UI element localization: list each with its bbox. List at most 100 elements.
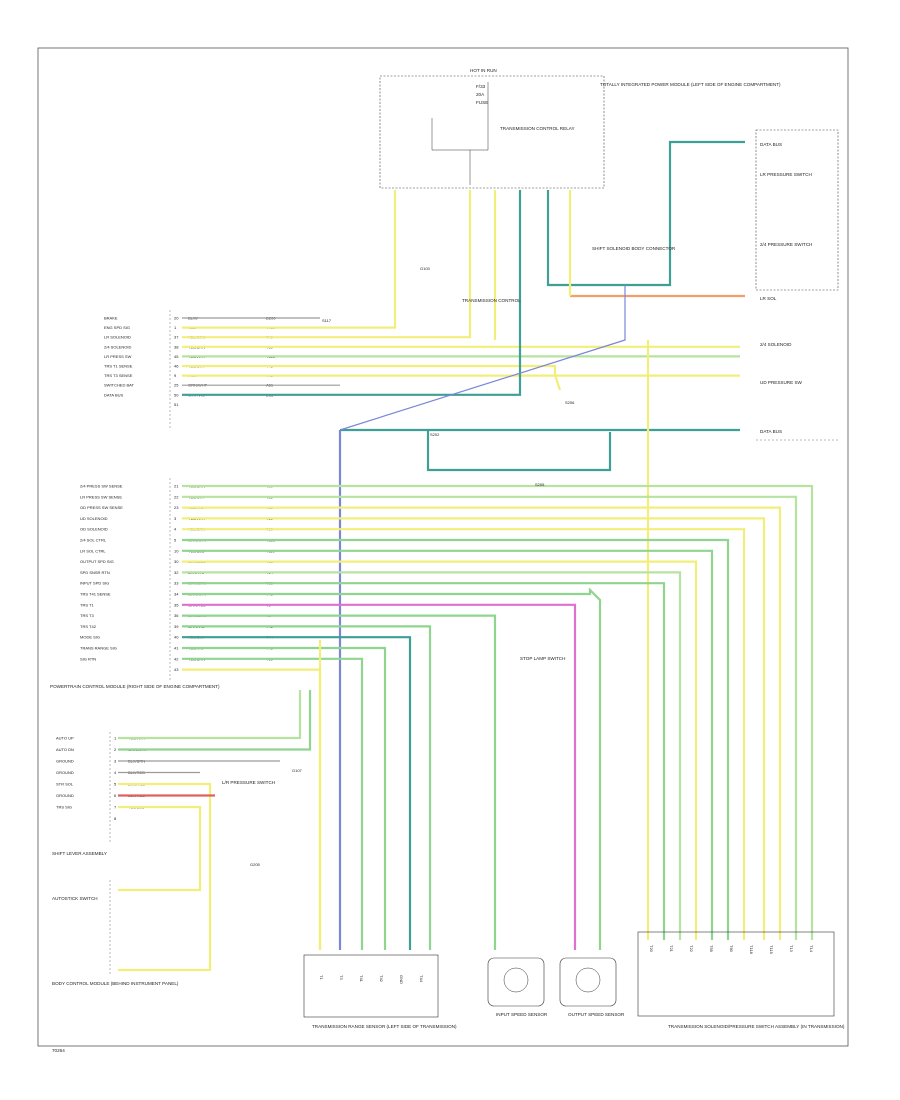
right-side-labels: DATA BUS LR PRESSURE SWITCH 2/4 PRESSURE… (755, 129, 839, 441)
wires (118, 140, 814, 972)
pcm2-pin-num: 42 (174, 656, 179, 661)
pcm2-pin-num: 40 (174, 635, 179, 640)
trans-control-label: TRANSMISSION CONTROL (462, 298, 521, 303)
wire-pcm2-1 (182, 495, 798, 940)
trs-pin-label: T3 (339, 975, 344, 980)
pcm-label: POWERTRAIN CONTROL MODULE (RIGHT SIDE OF… (50, 684, 220, 689)
wire-pcm2-0 (182, 484, 814, 940)
pcm1-pin-num: 51 (174, 402, 179, 407)
pcm2-pin-num: 22 (174, 494, 179, 499)
pcm1-pin-name: SWITCHED BAT (104, 383, 134, 388)
right-label-lr-pressure: LR PRESSURE SWITCH (760, 172, 812, 177)
right-label-24-sol: 2/4 SOLENOID (760, 342, 792, 347)
pcm2-pin-num: 43 (174, 667, 179, 672)
splice-s206: S206 (565, 400, 575, 405)
shifter-pin-num: 6 (114, 793, 117, 798)
right-label-data-bus-2: DATA BUS (760, 429, 782, 434)
wire-shifter-up (118, 690, 302, 740)
solenoid-pin-label: T118 (749, 945, 754, 955)
wire-shifter-str (118, 782, 212, 972)
solenoid-assembly-box: TRANSMISSION SOLENOID/PRESSURE SWITCH AS… (637, 931, 845, 1029)
pcm2-pin-name: INPUT SPD SIG (80, 581, 109, 586)
pcm2-pin-num: 32 (174, 570, 179, 575)
solenoid-pin-label: T21 (669, 945, 674, 953)
pcm2-pin-num: 4 (174, 527, 177, 532)
wire-pcm2-3 (182, 517, 766, 940)
pcm2-pin-name: 2/4 SOL CTRL (80, 538, 107, 543)
splice-s202: S202 (430, 432, 440, 437)
wire-pcm2-5 (182, 538, 730, 940)
footer-code: 70264 (52, 1048, 65, 1053)
pcm2-pin-name: OD SOLENOID (80, 527, 108, 532)
pcm1-pin-name: 2/4 SOLENOID (104, 344, 131, 349)
input-speed-sensor: INPUT SPEED SENSOR (487, 957, 548, 1017)
output-speed-sensor: OUTPUT SPEED SENSOR (559, 957, 625, 1017)
wire-pink (182, 603, 577, 950)
pcm2-pin-num: 3 (174, 516, 177, 521)
pcm2-pin-name: TRS T41 SENSE (80, 592, 111, 597)
trs-sensor-box: TRANSMISSION RANGE SENSOR (LEFT SIDE OF … (303, 954, 457, 1029)
solenoid-pin-label: T119 (769, 945, 774, 955)
trs-pin-label: T44 (419, 975, 424, 983)
shift-solenoid-connector-label: SHIFT SOLENOID BODY CONNECTOR (592, 246, 676, 251)
pcm2-pin-name: TRANS RANGE SIG (80, 646, 117, 651)
solenoid-assembly-label: TRANSMISSION SOLENOID/PRESSURE SWITCH AS… (668, 1024, 845, 1029)
pcm2-pin-num: 10 (174, 548, 179, 553)
shift-lever-box: SHIFT LEVER ASSEMBLY AUTOSTICK SWITCH BO… (52, 732, 179, 986)
solenoid-pin-label: T13 (789, 945, 794, 953)
pcm1-pin-name: LR PRESS SW (104, 354, 132, 359)
shifter-pin-name: AUTO UP (56, 736, 74, 741)
wire-trs-t1 (182, 364, 562, 391)
wire-trs-4 (182, 657, 364, 950)
pcm2-pin-num: 36 (174, 613, 179, 618)
pcm1-pin-name: BRAKE (104, 316, 118, 321)
trs-pin-label: GND (399, 975, 404, 984)
solenoid-pin-label: T60 (729, 945, 734, 953)
pcm2-pin-num: 41 (174, 646, 179, 651)
ground-g107: G107 (292, 768, 303, 773)
pcm2-pin-name: OD PRESS SW SENSE (80, 505, 123, 510)
output-speed-label: OUTPUT SPEED SENSOR (568, 1012, 625, 1017)
wire-trs-3 (182, 646, 387, 950)
relay-label: TRANSMISSION CONTROL RELAY (500, 126, 575, 131)
wire-trs-2 (182, 636, 412, 950)
trs-pin-label: T42 (379, 975, 384, 983)
solenoid-pin-label: T14 (809, 945, 814, 953)
wire-lr-sol (182, 190, 472, 339)
pcm2-pin-name: MODE SIG (80, 635, 100, 640)
shifter-pin-num: 8 (114, 816, 117, 821)
pcm2-pin-name: TRS T1 (80, 602, 94, 607)
pcm2-pin-num: 21 (174, 484, 179, 489)
shifter-pin-num: 7 (114, 805, 117, 810)
trs-sensor-label: TRANSMISSION RANGE SENSOR (LEFT SIDE OF … (312, 1024, 457, 1029)
pcm2-pin-num: 23 (174, 505, 179, 510)
input-speed-label: INPUT SPEED SENSOR (496, 1012, 548, 1017)
shifter-pin-7: 8 (114, 816, 117, 821)
stop-lamp-label: STOP LAMP SWITCH (520, 656, 565, 661)
pcm1-pin-name: ENG SPD SIG (104, 325, 130, 330)
wire-eng-spd (182, 190, 397, 329)
splice-s205: S205 (535, 482, 545, 487)
pcm1-pin-name: TRS T3 SENSE (104, 373, 133, 378)
pcm2-pin-num: 30 (174, 559, 179, 564)
pcm2-pin-17: 43 (174, 667, 179, 672)
wire-data-bus (182, 190, 522, 396)
right-label-lr-sol: LR SOL (760, 296, 777, 301)
pcm2-pin-num: 33 (174, 581, 179, 586)
tipm-box: HOT IN RUN FUSE 20A F/33 TRANSMISSION CO… (379, 68, 781, 189)
wire-pcm2-8 (182, 571, 682, 940)
pcm2-pin-name: TRS T42 (80, 624, 97, 629)
shifter-pin-num: 1 (114, 736, 117, 741)
pcm2-pin-name: TRS T3 (80, 613, 94, 618)
trs-pin-label: T41 (359, 975, 364, 983)
pcm-box: POWERTRAIN CONTROL MODULE (RIGHT SIDE OF… (50, 310, 220, 689)
wire-pcm2-4 (182, 528, 746, 940)
solenoid-pin-label: T20 (649, 945, 654, 953)
pcm1-pin-name: TRS T1 SENSE (104, 364, 133, 369)
pcm2-pin-name: OUTPUT SPD SIG (80, 559, 114, 564)
